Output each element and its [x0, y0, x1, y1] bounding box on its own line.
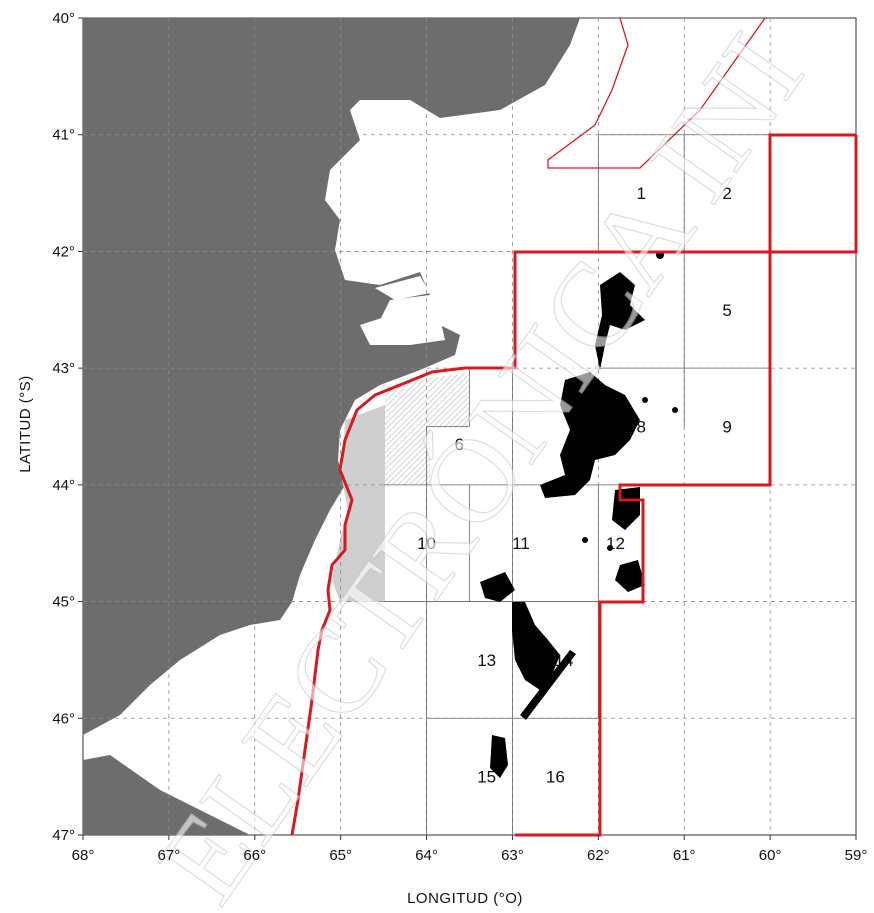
land-south — [83, 755, 250, 835]
x-tick-label: 61° — [673, 847, 696, 864]
bay-2 — [360, 312, 445, 345]
x-tick-label: 59° — [845, 847, 868, 864]
cell-label: 2 — [722, 184, 731, 203]
cell-label: 8 — [637, 418, 646, 437]
bay-1 — [375, 276, 430, 300]
catch-cluster-11 — [480, 572, 515, 602]
y-tick-label: 40° — [52, 10, 75, 27]
catch-cluster-15 — [490, 735, 508, 778]
x-tick-label: 67° — [158, 847, 181, 864]
catch-cluster-north — [595, 272, 645, 370]
x-tick-label: 64° — [415, 847, 438, 864]
y-tick-label: 43° — [52, 360, 75, 377]
x-tick-label: 65° — [329, 847, 352, 864]
x-tick-label: 63° — [501, 847, 524, 864]
x-tick-label: 60° — [759, 847, 782, 864]
land-patagonia — [83, 18, 580, 735]
catch-dot — [672, 407, 678, 413]
x-axis-title: LONGITUD (°O) — [407, 890, 523, 907]
cell-label: 10 — [417, 534, 436, 553]
catch-cluster-13 — [512, 602, 560, 690]
y-tick-label: 46° — [52, 710, 75, 727]
cell-label: 15 — [477, 768, 496, 787]
cell-label: 9 — [722, 418, 731, 437]
cell-label: 11 — [512, 534, 530, 553]
catch-streak — [520, 650, 576, 720]
closed-zone-south — [332, 405, 385, 602]
land-layer — [83, 18, 580, 835]
axis-ticks: 68° 67° 66° 65° 64° 63° 62° 61° 60° 59° 40° 41° 42° 4… — [52, 10, 867, 864]
closed-zone-north — [385, 372, 470, 485]
x-tick-label: 68° — [72, 847, 95, 864]
catch-dot — [642, 397, 648, 403]
catch-dot — [607, 545, 613, 551]
catch-dot — [582, 537, 588, 543]
cell-label: 5 — [722, 301, 731, 320]
closed-zones — [332, 372, 470, 602]
boundaries — [290, 17, 858, 837]
catch-points — [480, 251, 678, 778]
boundary-east-shelf — [515, 135, 858, 837]
y-tick-label: 45° — [52, 594, 75, 611]
statistical-cells: 12568910111213141516 — [383, 134, 771, 835]
cell-label: 6 — [454, 435, 463, 454]
y-tick-label: 47° — [52, 827, 75, 844]
y-tick-label: 42° — [52, 243, 75, 260]
y-tick-label: 44° — [52, 477, 75, 494]
cell-label: 1 — [637, 184, 646, 203]
y-tick-label: 41° — [52, 127, 75, 144]
cell-label: 16 — [546, 768, 565, 787]
y-axis-title: LATITUD (°S) — [17, 375, 34, 473]
cell-label: 13 — [477, 651, 496, 670]
catch-cluster-12 — [615, 560, 645, 592]
x-tick-label: 62° — [587, 847, 610, 864]
catch-cluster-central — [540, 372, 640, 498]
x-tick-label: 66° — [243, 847, 266, 864]
boundary-north-thin — [547, 17, 766, 169]
boundary-main — [290, 133, 856, 836]
